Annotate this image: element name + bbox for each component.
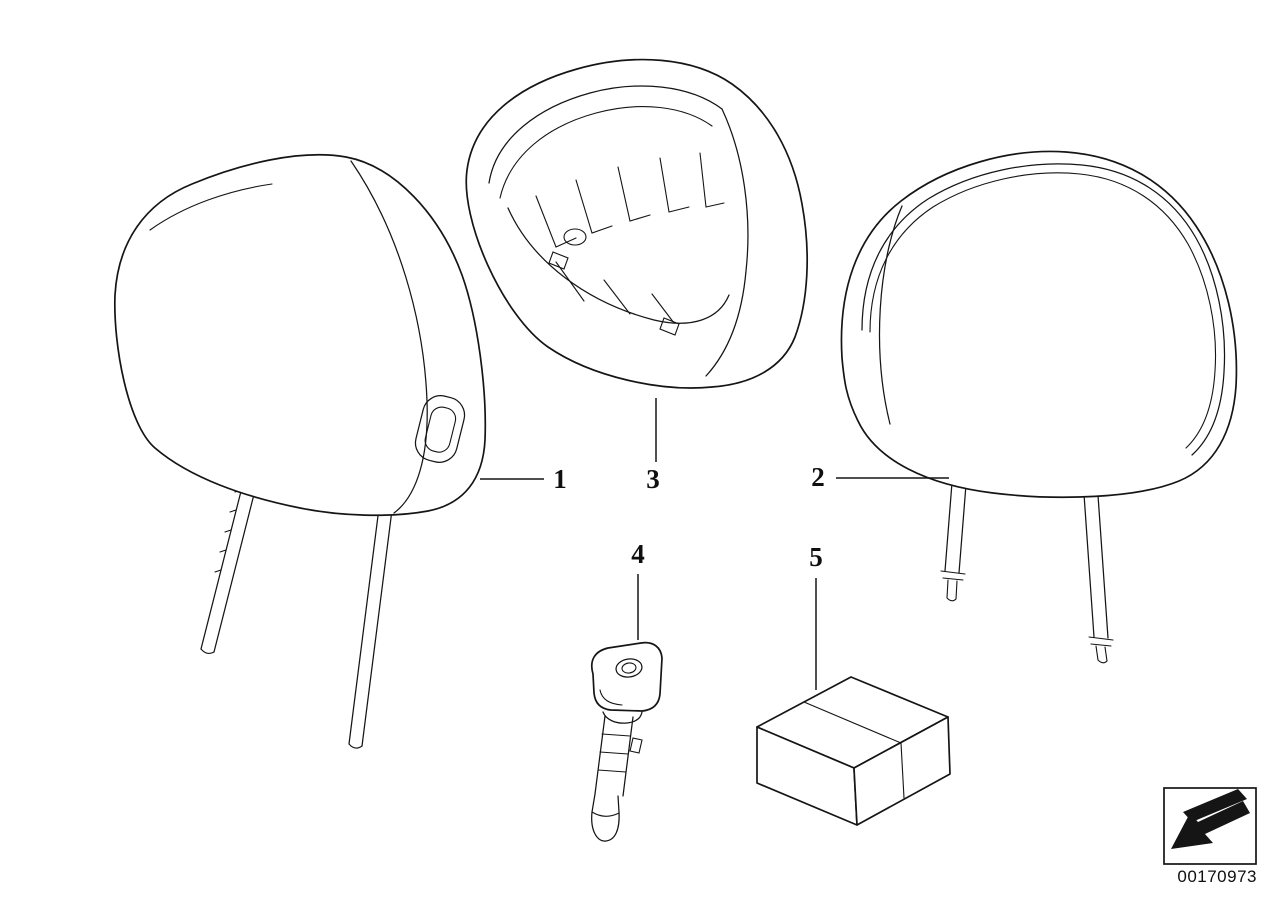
- sleeve-lower-barrel: [591, 793, 620, 842]
- headrest-cushion-outline: [113, 154, 487, 517]
- part-1-headrest: [113, 154, 487, 749]
- cushion-side-crease: [878, 205, 903, 425]
- shell-opening-edge: [705, 108, 749, 377]
- callout-label-3[interactable]: 3: [646, 464, 660, 494]
- headrest-adjust-button: [414, 395, 466, 463]
- direction-arrow-icon: [1171, 801, 1250, 849]
- part-5-hardware-box: [756, 676, 951, 826]
- shell-clip-slot-left: [548, 251, 569, 270]
- box-lid-seam: [803, 701, 905, 799]
- cushion-top-crease: [149, 183, 273, 231]
- part-3-shell-frame: [465, 58, 808, 389]
- direction-indicator: [1163, 787, 1257, 865]
- sleeve-head-hole: [615, 658, 643, 678]
- callout-label-5[interactable]: 5: [809, 542, 823, 572]
- headrest-guide-rods: [940, 469, 1114, 664]
- direction-arrow-stripe: [1183, 789, 1247, 822]
- shell-rim-band: [499, 106, 713, 199]
- cushion-seam-outer: [861, 163, 1226, 456]
- shell-clip-slot-right: [659, 317, 680, 336]
- sleeve-ribs: [597, 733, 631, 773]
- callout-label-4[interactable]: 4: [631, 539, 645, 569]
- sleeve-side-tab: [629, 737, 643, 754]
- callout-leader-lines: [480, 398, 949, 690]
- part-4-guide-sleeve: [590, 641, 663, 842]
- part-2-headrest: [840, 150, 1238, 664]
- callout-label-1[interactable]: 1: [553, 464, 567, 494]
- headrest-cushion-outline: [840, 150, 1238, 499]
- cushion-seam-inner: [869, 172, 1217, 449]
- callout-label-2[interactable]: 2: [811, 462, 825, 492]
- shell-mounting-hole: [563, 228, 587, 246]
- sleeve-collar: [602, 711, 643, 724]
- shell-back-wall-edge: [507, 207, 730, 324]
- shell-rim-edge: [488, 85, 723, 184]
- cushion-side-crease: [350, 160, 428, 514]
- shell-outline: [465, 58, 808, 389]
- document-number: 00170973: [1177, 867, 1257, 886]
- shell-ribs: [535, 152, 725, 324]
